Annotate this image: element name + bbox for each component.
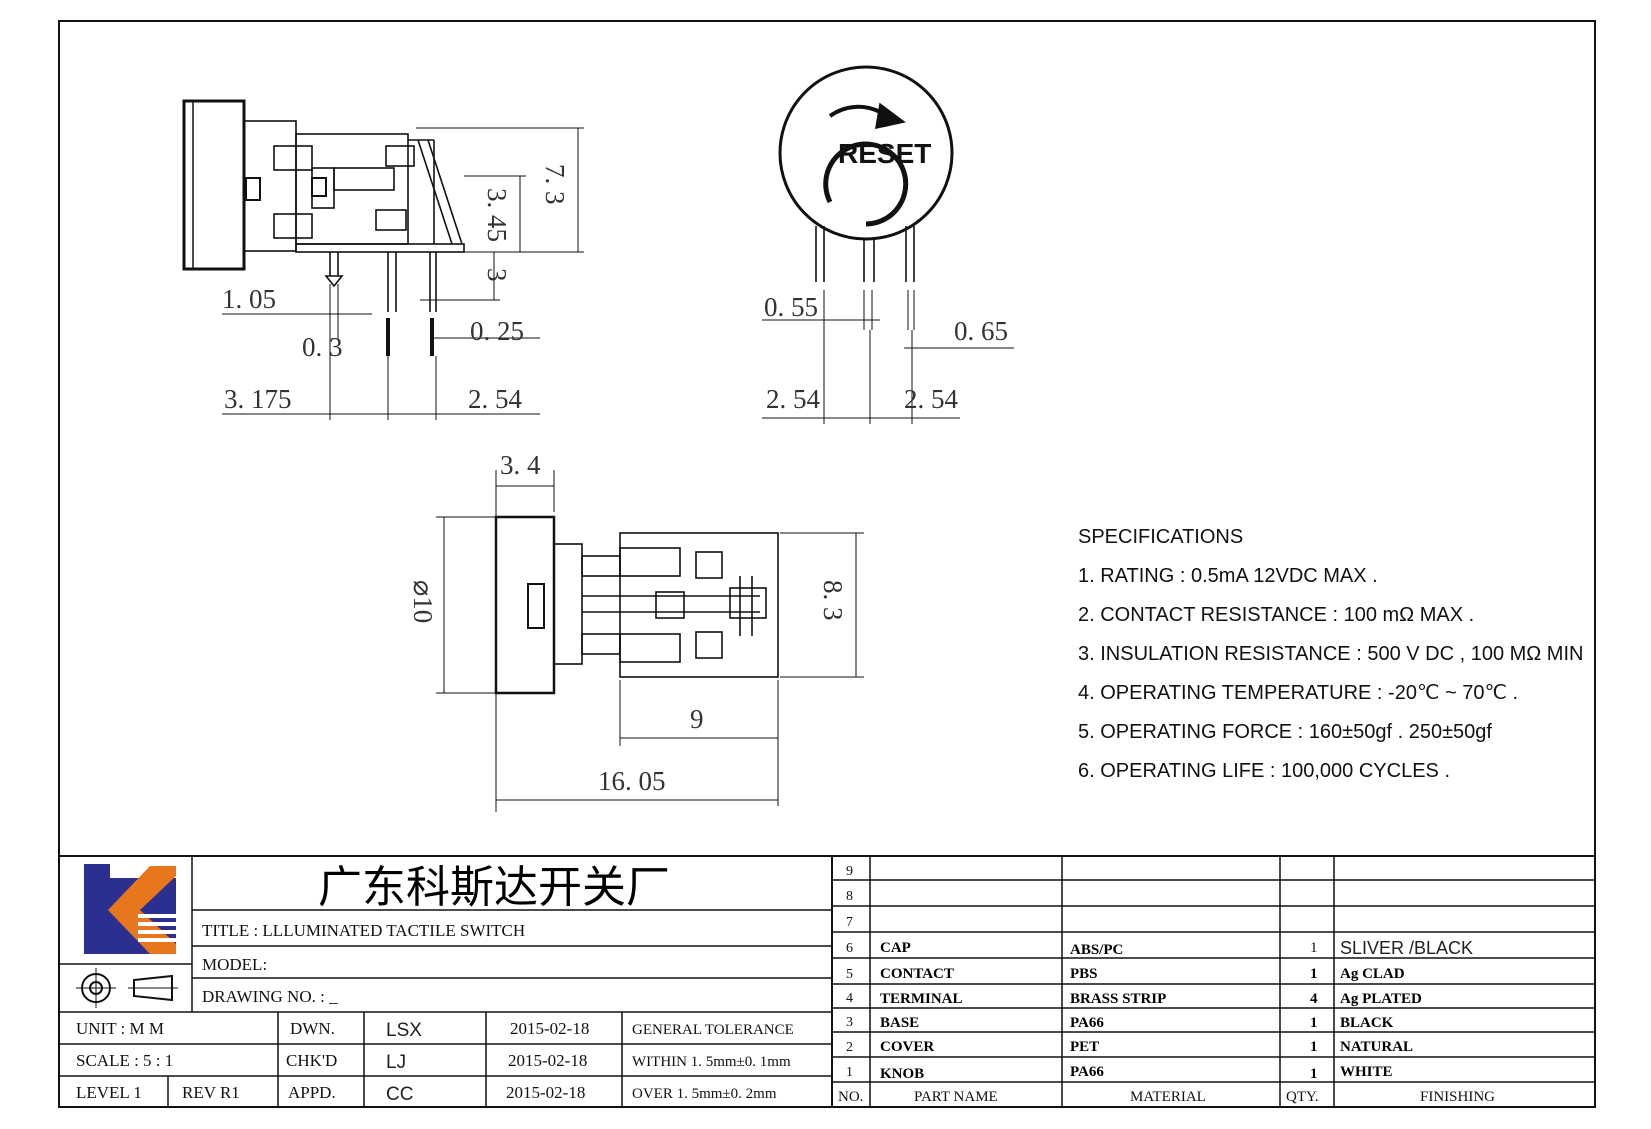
chkd-date: 2015-02-18 (508, 1051, 587, 1070)
bom-header-part: PART NAME (914, 1089, 998, 1105)
bottom-dim-1: 3. 4 (500, 450, 541, 480)
bom-part: BASE (880, 1015, 919, 1031)
bom-material: ABS/PC (1070, 942, 1123, 958)
side-dim-h2: 3. 45 (482, 188, 512, 242)
unit-field: UNIT : M M (76, 1019, 164, 1038)
bom-finish: WHITE (1340, 1064, 1393, 1080)
specifications: SPECIFICATIONS 1. RATING : 0.5mA 12VDC M… (1078, 518, 1638, 791)
bom-no: 8 (846, 889, 853, 904)
bom-no: 7 (846, 915, 853, 930)
bom-part: TERMINAL (880, 991, 963, 1007)
chkd-name: LJ (386, 1052, 406, 1073)
spec-item: 4. OPERATING TEMPERATURE : -20℃ ~ 70℃ . (1078, 682, 1519, 704)
scale-field: SCALE : 5 : 1 (76, 1051, 173, 1070)
drawing-number-field: DRAWING NO. : _ (202, 987, 338, 1006)
bom-no: 5 (846, 967, 853, 982)
front-view (762, 65, 1014, 424)
bom-qty: 1 (1310, 1015, 1318, 1031)
dwn-date: 2015-02-18 (510, 1019, 589, 1038)
bom-header-no: NO. (838, 1089, 863, 1105)
bottom-dim-2: ⌀10 (408, 580, 438, 623)
bottom-dim-4: 9 (690, 704, 704, 734)
spec-item: 1. RATING : 0.5mA 12VDC MAX . (1078, 565, 1378, 587)
front-dim-2: 0. 65 (954, 316, 1008, 346)
bom-finish: Ag CLAD (1340, 966, 1405, 982)
front-dim-1: 0. 55 (764, 292, 818, 322)
company-logo (84, 864, 176, 954)
bom-qty: 1 (1310, 940, 1318, 956)
front-dim-3: 2. 54 (766, 384, 821, 414)
side-dim-2: 0. 3 (302, 332, 343, 362)
bom-material: PA66 (1070, 1064, 1104, 1080)
spec-item: 3. INSULATION RESISTANCE : 500 V DC , 10… (1078, 643, 1584, 665)
bom-finish: SLIVER /BLACK (1340, 938, 1473, 958)
appd-label: APPD. (288, 1083, 336, 1102)
tolerance-within: WITHIN 1. 5mm±0. 1mm (632, 1054, 791, 1070)
side-dim-1: 1. 05 (222, 284, 276, 314)
bom-no: 1 (846, 1065, 853, 1080)
bom-material: PBS (1070, 966, 1098, 982)
bom-material: BRASS STRIP (1070, 991, 1166, 1007)
projection-symbol-icon (76, 968, 178, 1008)
bottom-dim-3: 8. 3 (818, 580, 848, 621)
bom-part: CONTACT (880, 966, 954, 982)
bom-no: 6 (846, 941, 853, 956)
bottom-view (436, 470, 864, 812)
bom-material: PA66 (1070, 1015, 1104, 1031)
front-dim-4: 2. 54 (904, 384, 959, 414)
bom-no: 9 (846, 864, 853, 879)
rev-field: REV R1 (182, 1083, 240, 1102)
bom-qty: 1 (1310, 1066, 1318, 1082)
title-block (59, 855, 1595, 1107)
bom-qty: 1 (1310, 966, 1318, 982)
level-field: LEVEL 1 (76, 1083, 142, 1102)
side-view (182, 99, 584, 420)
company-name: 广东科斯达开关厂 (318, 862, 670, 913)
bom-header-material: MATERIAL (1130, 1089, 1206, 1105)
chkd-label: CHK'D (286, 1051, 337, 1070)
sheet-border (58, 20, 1596, 1108)
side-dim-4: 3. 175 (224, 384, 292, 414)
model-field: MODEL: (202, 955, 267, 974)
dwn-label: DWN. (290, 1019, 335, 1038)
dwn-name: LSX (386, 1020, 422, 1041)
side-dim-h1: 7. 3 (540, 164, 570, 205)
bom-finish: Ag PLATED (1340, 991, 1422, 1007)
side-dim-3: 0. 25 (470, 316, 524, 346)
drawing-title: TITLE : LLLUMINATED TACTILE SWITCH (202, 921, 525, 940)
bom-material: PET (1070, 1039, 1099, 1055)
bom-header-qty: QTY. (1286, 1089, 1319, 1105)
spec-title: SPECIFICATIONS (1078, 526, 1244, 548)
bom-table: 9 8 7 6 CAP ABS/PC 1 SLIVER /BLACK 5 CON… (838, 864, 1495, 1105)
spec-item: 5. OPERATING FORCE : 160±50gf . 250±50gf (1078, 721, 1492, 743)
side-dim-h3: 3 (482, 268, 512, 282)
bom-no: 3 (846, 1015, 853, 1030)
bom-qty: 1 (1310, 1039, 1318, 1055)
bom-no: 4 (846, 991, 853, 1006)
bom-part: CAP (880, 940, 911, 956)
bom-qty: 4 (1310, 991, 1318, 1007)
spec-item: 6. OPERATING LIFE : 100,000 CYCLES . (1078, 760, 1451, 782)
bom-header-finishing: FINISHING (1420, 1089, 1495, 1105)
appd-name: CC (386, 1084, 413, 1105)
bom-finish: NATURAL (1340, 1039, 1413, 1055)
bom-no: 2 (846, 1040, 853, 1055)
reset-legend: RESET (838, 138, 931, 169)
tolerance-over: OVER 1. 5mm±0. 2mm (632, 1086, 777, 1102)
spec-item: 2. CONTACT RESISTANCE : 100 mΩ MAX . (1078, 604, 1475, 626)
bom-finish: BLACK (1340, 1015, 1394, 1031)
bom-part: KNOB (880, 1066, 924, 1082)
appd-date: 2015-02-18 (506, 1083, 585, 1102)
side-dim-5: 2. 54 (468, 384, 523, 414)
bom-part: COVER (880, 1039, 934, 1055)
tolerance-title: GENERAL TOLERANCE (632, 1022, 794, 1038)
bottom-dim-5: 16. 05 (598, 766, 666, 796)
